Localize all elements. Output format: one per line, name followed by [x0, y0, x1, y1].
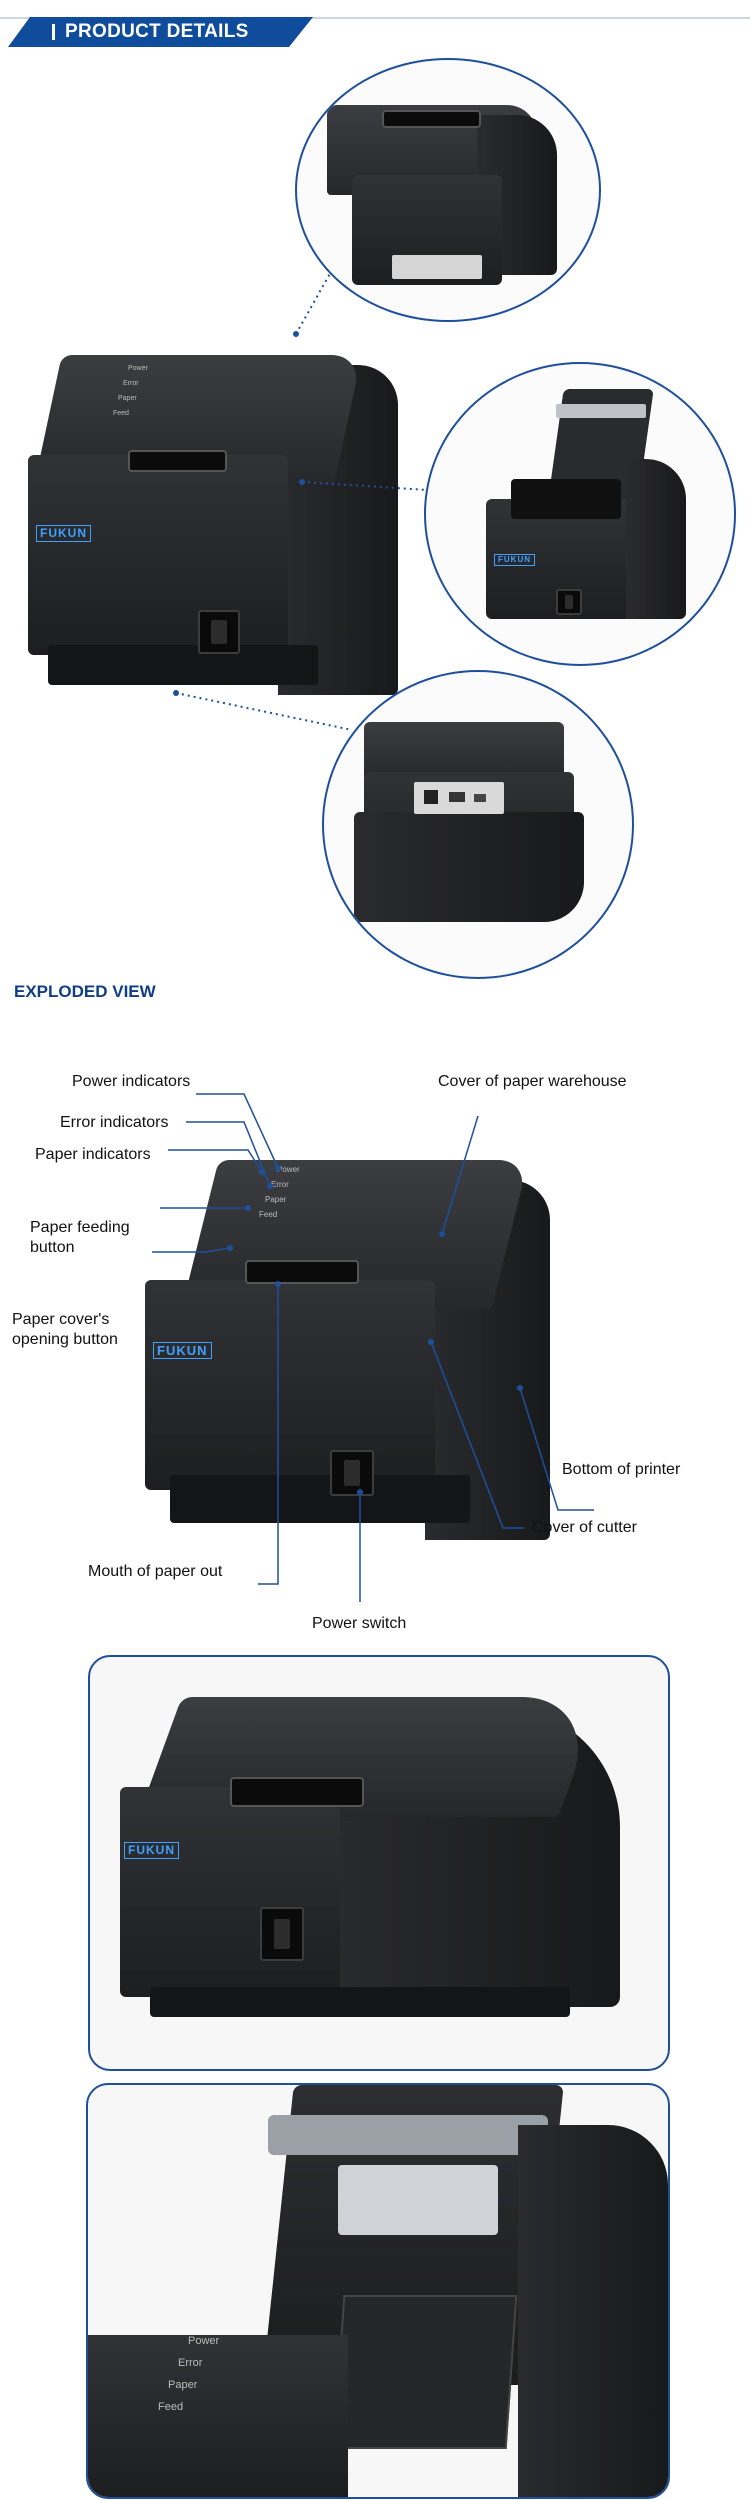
detail-circle-open-cover: FUKUN — [424, 362, 736, 666]
main-printer-image: FUKUN Power Error Paper Feed — [28, 355, 398, 735]
led-label-feed: Feed — [113, 410, 129, 417]
detail-circle-rear-ports — [322, 670, 634, 979]
brand-logo: FUKUN — [36, 525, 91, 542]
led-label-paper: Paper — [118, 395, 137, 402]
page-title: PRODUCT DETAILS — [65, 21, 249, 42]
label-cover-of-cutter: Cover of cutter — [532, 1519, 637, 1536]
label-mouth-of-paper-out: Mouth of paper out — [88, 1563, 223, 1580]
label-power-indicators: Power indicators — [72, 1073, 191, 1090]
header-banner — [8, 17, 313, 47]
exploded-printer-image: FUKUN Power Error Paper Feed — [145, 1160, 565, 1580]
label-cover-of-paper-warehouse: Cover of paper warehouse — [438, 1073, 627, 1090]
label-paper-indicators: Paper indicators — [35, 1146, 151, 1163]
header-bar-accent — [52, 24, 55, 40]
label-paper-cover-opening-button: Paper cover's opening button — [12, 1311, 118, 1348]
header-divider — [0, 17, 750, 19]
label-bottom-of-printer: Bottom of printer — [562, 1461, 681, 1478]
led-label-error: Error — [123, 380, 139, 387]
photo-frame-open-cover: Power Error Paper Feed — [86, 2083, 670, 2499]
photo-frame-side-view: FUKUN — [88, 1655, 670, 2071]
exploded-leader-lines — [152, 1093, 594, 1602]
label-error-indicators: Error indicators — [60, 1114, 169, 1131]
label-power-switch: Power switch — [312, 1615, 407, 1632]
brand-logo-exploded: FUKUN — [153, 1342, 212, 1359]
detail-circle-cover — [295, 58, 601, 322]
detail-leader-lines — [173, 269, 429, 731]
led-label-power: Power — [128, 365, 148, 372]
section-title-exploded-view: EXPLODED VIEW — [14, 982, 156, 1001]
label-paper-feeding-button: Paper feeding button — [30, 1219, 130, 1256]
